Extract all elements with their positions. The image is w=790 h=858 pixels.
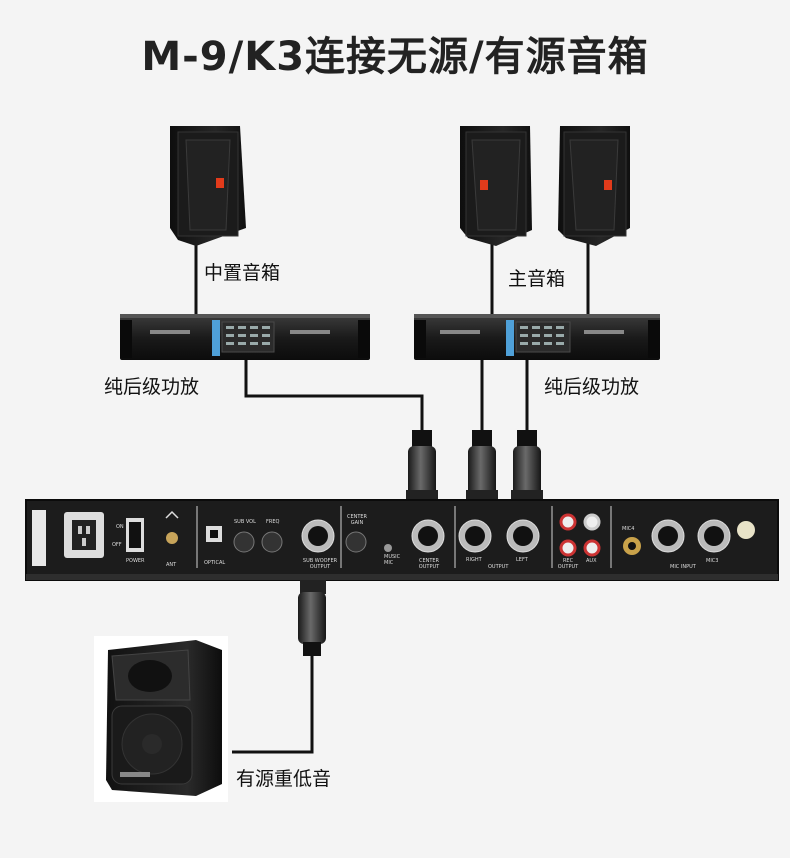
- panel-output-label: OUTPUT: [488, 564, 509, 570]
- amplifier-left: [120, 314, 370, 360]
- panel-sub-vol-label: SUB VOL: [234, 519, 256, 525]
- rca-rec-r-icon: [559, 513, 577, 531]
- amplifier-right-label: 纯后级功放: [544, 376, 640, 398]
- xlr-plug-right: [466, 430, 498, 504]
- xlr-plug-sub: [298, 580, 326, 656]
- panel-mic-input-label: MIC INPUT: [670, 564, 696, 570]
- main-speaker-label: 主音箱: [508, 268, 566, 290]
- rca-aux-r-icon: [583, 513, 601, 531]
- freq-knob-icon: [261, 531, 283, 553]
- panel-mic4-label: MIC4: [622, 526, 635, 532]
- panel-aux-label: AUX: [586, 558, 597, 564]
- panel-ant-label: ANT: [166, 562, 177, 568]
- antenna-connector-icon: [166, 532, 178, 544]
- active-subwoofer: [94, 636, 228, 802]
- panel-mic3-label: MIC3: [706, 558, 719, 564]
- center-speaker-label: 中置音箱: [204, 262, 281, 284]
- cables: [194, 242, 590, 754]
- panel-center-output-label: CENTER OUTPUT: [418, 558, 440, 570]
- cable-sub-output: [232, 648, 314, 754]
- panel-right-label: RIGHT: [466, 557, 482, 563]
- panel-music-label: MUSIC: [384, 554, 401, 560]
- amplifier-left-label: 纯后级功放: [104, 376, 200, 398]
- speaker-logo-icon: [604, 180, 612, 190]
- panel-off-label: OFF: [112, 542, 122, 548]
- panel-left-label: LEFT: [516, 557, 528, 563]
- panel-rec-output-label: REC OUTPUT: [557, 558, 579, 570]
- speaker-logo-icon: [480, 180, 488, 190]
- center-speaker: [170, 126, 246, 246]
- panel-power-label: POWER: [126, 558, 145, 564]
- main-speaker-left: [460, 126, 532, 246]
- amplifier-right: [414, 314, 660, 360]
- active-sub-label: 有源重低音: [236, 768, 332, 790]
- panel-center-gain-label: CENTER GAIN: [346, 514, 368, 526]
- rca-rec-l-icon: [559, 539, 577, 557]
- panel-freq-label: FREQ: [266, 519, 280, 525]
- panel-on-label: ON: [116, 524, 124, 530]
- processor-rear-panel: [25, 499, 779, 581]
- cable-center-output: [244, 360, 424, 432]
- panel-optical-label: OPTICAL: [204, 560, 226, 566]
- main-speaker-right: [558, 126, 630, 246]
- page-title: M-9/K3连接无源/有源音箱: [141, 34, 649, 80]
- speaker-logo-icon: [216, 178, 224, 188]
- rca-aux-l-icon: [583, 539, 601, 557]
- sub-vol-knob-icon: [233, 531, 255, 553]
- panel-mic-label: MIC: [384, 560, 394, 566]
- center-gain-knob-icon: [345, 531, 367, 553]
- panel-sub-woofer-output-label: SUB WOOFER OUTPUT: [302, 558, 338, 570]
